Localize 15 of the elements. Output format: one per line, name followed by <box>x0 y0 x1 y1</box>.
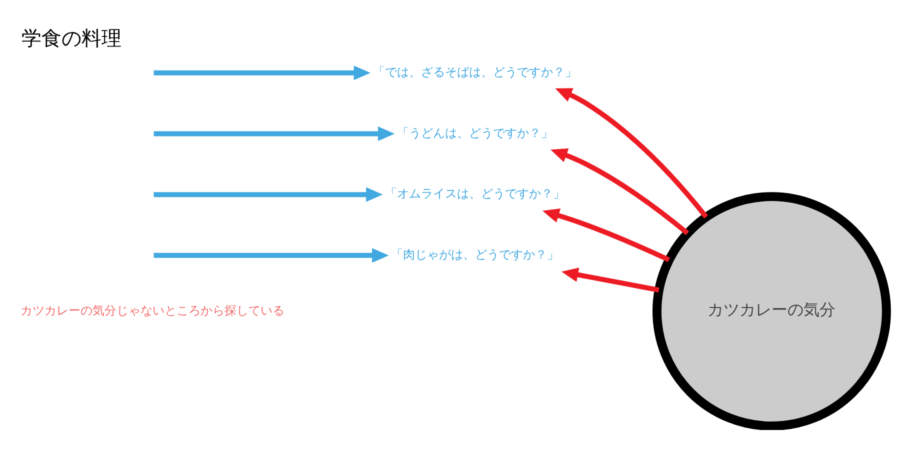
arrow <box>154 187 383 202</box>
arrow <box>542 208 670 262</box>
arrow <box>154 66 370 80</box>
diagram-title: 学食の料理 <box>21 26 122 50</box>
arrow <box>555 88 708 218</box>
node-text: 「オムライスは、どうですか？」 <box>384 186 565 201</box>
node-text: 「肉じゃがは、どうですか？」 <box>390 248 559 262</box>
arrow <box>561 268 660 293</box>
label: カツカレーの気分じゃないところから探している <box>20 303 285 318</box>
node-text: 「うどんは、どうですか？」 <box>396 126 553 140</box>
arrow <box>154 126 395 142</box>
arrow <box>154 248 389 263</box>
arrow <box>550 148 690 236</box>
node-circle: カツカレーの気分 <box>652 192 891 430</box>
node-text: 「では、ざるそばは、どうですか？」 <box>372 64 577 79</box>
